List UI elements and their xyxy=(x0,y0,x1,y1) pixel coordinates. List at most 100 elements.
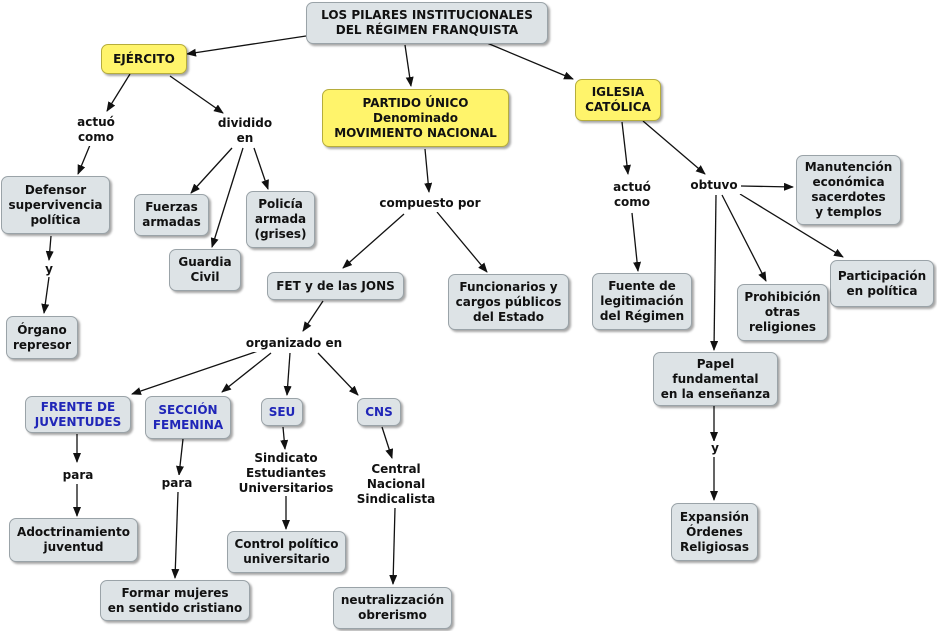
node-expansion-ordenes[interactable]: Expansión Órdenes Religiosas xyxy=(671,503,758,561)
label-line: dividido xyxy=(217,116,273,130)
node-fuente-legitimacion[interactable]: Fuente de legitimación del Régimen xyxy=(592,273,692,330)
node-line: CATÓLICA xyxy=(585,100,651,114)
node-participacion[interactable]: Participación en política xyxy=(830,260,934,307)
node-line: FRENTE DE xyxy=(40,399,116,414)
node-seu[interactable]: SEU xyxy=(261,398,303,426)
connector-dividido-policia xyxy=(253,147,269,190)
label-actuo-como-iglesia: actuó como xyxy=(606,178,658,211)
connector-obtuvo-participacion xyxy=(739,193,844,258)
node-line: económica xyxy=(812,175,885,189)
node-prohibicion[interactable]: Prohibición otras religiones xyxy=(737,284,828,341)
node-line: Órdenes xyxy=(686,524,743,539)
node-line: Policía xyxy=(258,197,303,211)
node-line: religiones xyxy=(748,320,817,334)
node-formar-mujeres[interactable]: Formar mujeres en sentido cristiano xyxy=(100,580,250,621)
node-frente-juventudes[interactable]: FRENTE DE JUVENTUDES xyxy=(25,396,131,433)
node-line: Religiosas xyxy=(680,539,749,554)
connector-organizado-cns xyxy=(317,352,359,396)
connector-compuesto-fet xyxy=(342,213,405,269)
node-line: Prohibición xyxy=(744,290,821,304)
node-partido-unico[interactable]: PARTIDO ÚNICO Denominado MOVIMIENTO NACI… xyxy=(322,89,509,147)
node-defensor[interactable]: Defensor supervivencia política xyxy=(1,176,110,234)
label-obtuvo: obtuvo xyxy=(687,177,741,194)
node-line: SECCIÓN xyxy=(158,402,218,417)
connector-root-iglesia xyxy=(486,42,574,80)
node-line: del Estado xyxy=(472,309,545,324)
label-line: actuó xyxy=(77,115,115,129)
node-line: JUVENTUDES xyxy=(34,414,122,429)
node-ejercito[interactable]: EJÉRCITO xyxy=(101,44,187,74)
node-line: fundamental xyxy=(672,371,759,386)
node-line: en política xyxy=(846,283,918,298)
node-papel-fundamental[interactable]: Papel fundamental en la enseñanza xyxy=(653,352,778,406)
node-funcionarios[interactable]: Funcionarios y cargos públicos del Estad… xyxy=(448,274,569,330)
label-organizado-en: organizado en xyxy=(242,334,346,352)
connector-central-neutral xyxy=(389,507,398,585)
node-line: y templos xyxy=(815,205,882,219)
node-line: Papel xyxy=(696,356,735,371)
label-line: compuesto por xyxy=(379,195,481,210)
connector-y-organo xyxy=(41,276,50,314)
node-line: represor xyxy=(12,337,71,352)
connector-seu-sindicato xyxy=(280,426,289,450)
node-line: IGLESIA xyxy=(591,85,645,99)
node-line: cargos públicos xyxy=(455,294,562,309)
connector-obtuvo-manutencion xyxy=(740,182,794,191)
connector-fet-organizado xyxy=(302,300,324,332)
label-y-iglesia: y xyxy=(706,441,724,456)
label-line: actuó xyxy=(613,179,651,194)
connector-dividido-guardia xyxy=(210,147,244,248)
node-control-politico[interactable]: Control político universitario xyxy=(227,531,346,573)
node-line: juventud xyxy=(43,540,104,554)
connector-root-ejercito xyxy=(186,35,307,57)
node-line: política xyxy=(30,212,81,227)
node-line: PARTIDO ÚNICO xyxy=(362,95,469,110)
node-seccion-femenina[interactable]: SECCIÓN FEMENINA xyxy=(145,396,231,439)
label-line: Nacional xyxy=(366,476,426,491)
node-guardia-civil[interactable]: Guardia Civil xyxy=(169,249,241,291)
node-line: Adoctrinamiento xyxy=(17,525,130,539)
connector-compuesto-funcionarios xyxy=(436,211,488,273)
label-para-seccion: para xyxy=(158,475,196,492)
node-line: armada xyxy=(254,212,307,226)
label-line: Sindicalista xyxy=(356,491,436,506)
connector-seccion-para xyxy=(176,438,184,476)
node-fet-jons[interactable]: FET y de las JONS xyxy=(267,272,404,300)
node-line: en sentido cristiano xyxy=(107,600,243,615)
node-fuerzas-armadas[interactable]: Fuerzas armadas xyxy=(134,194,209,236)
node-iglesia-catolica[interactable]: IGLESIA CATÓLICA xyxy=(575,79,661,121)
node-line: neutralizzación xyxy=(340,593,445,607)
label-actuo-como-ejercito: actuó como xyxy=(70,114,122,146)
node-line: Manutención xyxy=(804,160,893,174)
connector-iglesia-actuo xyxy=(621,121,631,175)
node-manutencion[interactable]: Manutención económica sacerdotes y templ… xyxy=(796,155,901,225)
node-cns[interactable]: CNS xyxy=(357,398,401,426)
node-adoctrinamiento[interactable]: Adoctrinamiento juventud xyxy=(9,518,138,562)
connector-obtuvo-papel xyxy=(710,194,719,351)
label-line: organizado en xyxy=(245,335,343,350)
label-compuesto-por: compuesto por xyxy=(374,194,486,212)
node-policia-armada[interactable]: Policía armada (grises) xyxy=(246,191,315,248)
connector-group xyxy=(41,35,844,585)
connector-obtuvo-prohibicion xyxy=(721,194,767,282)
node-line: obrerismo xyxy=(358,608,427,622)
node-root-title[interactable]: LOS PILARES INSTITUCIONALES DEL RÉGIMEN … xyxy=(306,2,548,44)
connector-para-formar xyxy=(171,491,180,579)
node-line: legitimación xyxy=(600,294,684,308)
node-neutralizacion[interactable]: neutralizzación obrerismo xyxy=(333,587,452,629)
node-line: en la enseñanza xyxy=(660,386,771,401)
node-line: Fuente de xyxy=(608,279,676,293)
label-y-ejercito: y xyxy=(40,262,58,277)
label-line: Estudiantes xyxy=(246,465,326,480)
node-line: LOS PILARES INSTITUCIONALES xyxy=(321,8,533,22)
label-line: y xyxy=(45,262,53,276)
node-line: FEMENINA xyxy=(152,417,224,432)
label-line: y xyxy=(711,441,719,455)
node-line: del Régimen xyxy=(599,309,685,323)
connector-actuo-defensor xyxy=(77,144,91,175)
node-line: supervivencia xyxy=(8,197,103,212)
node-line: Guardia xyxy=(178,255,232,269)
node-organo-represor[interactable]: Órgano represor xyxy=(6,316,78,359)
label-dividido-en: dividido en xyxy=(214,115,276,147)
